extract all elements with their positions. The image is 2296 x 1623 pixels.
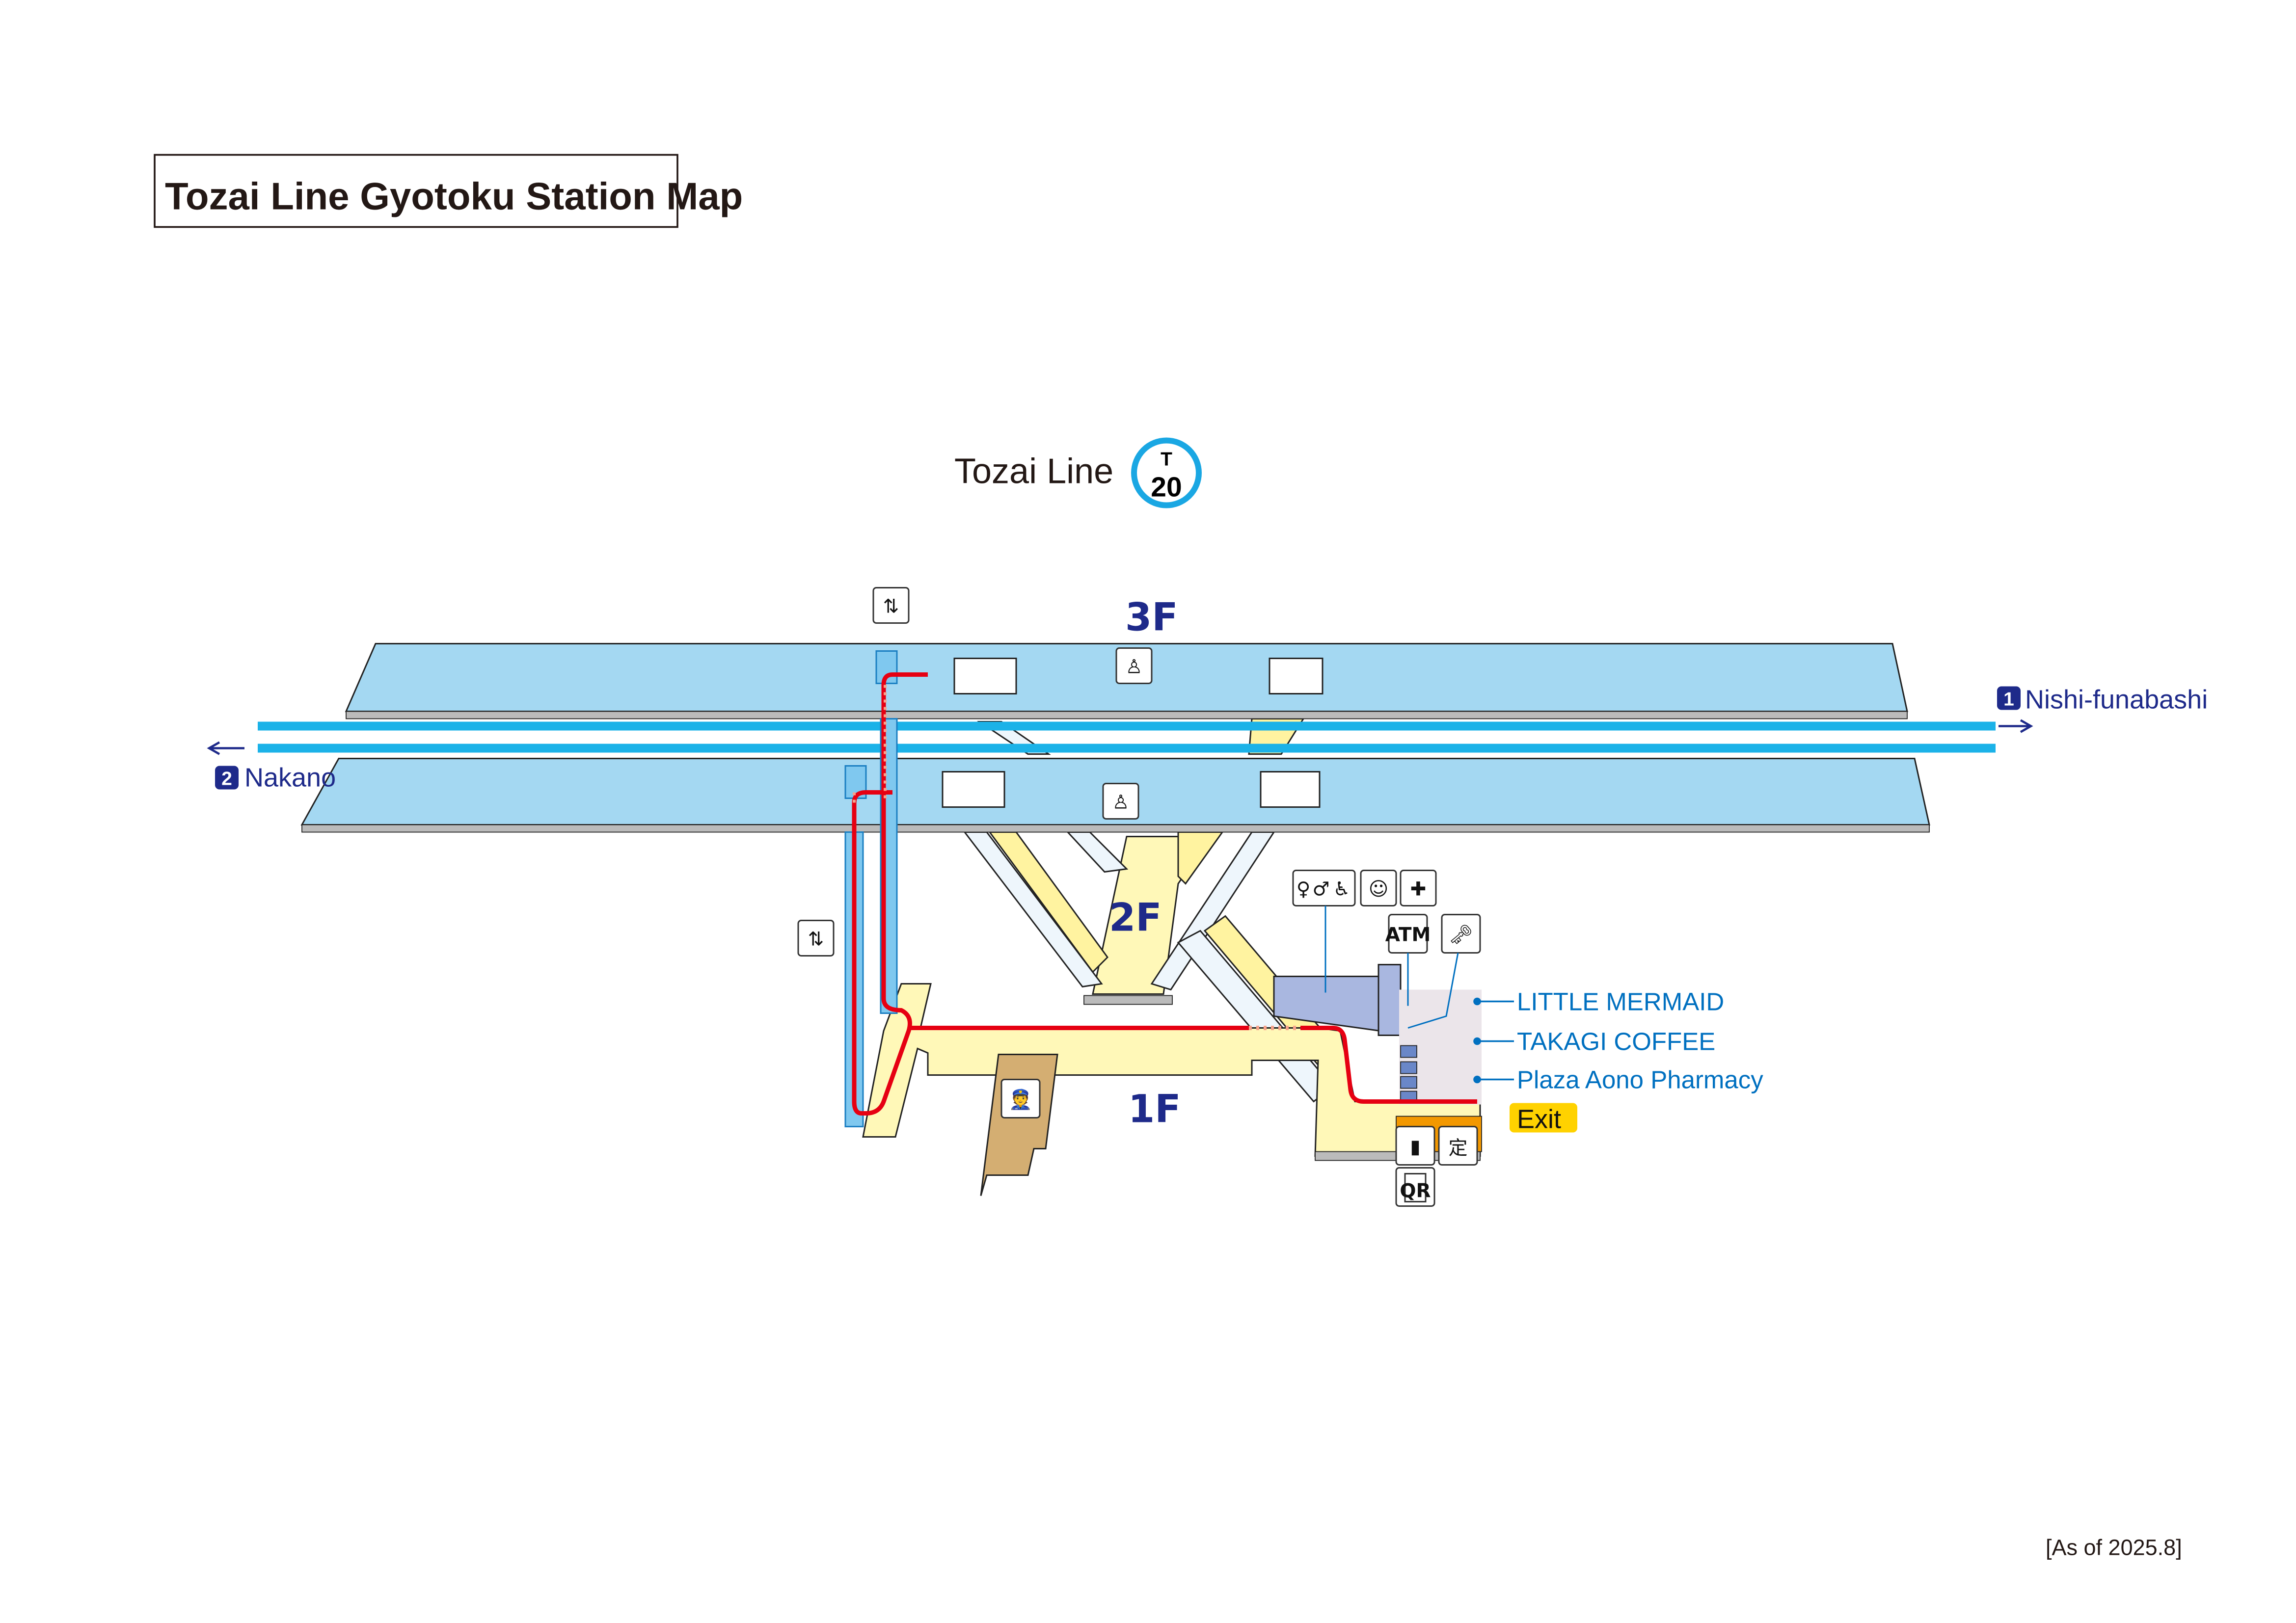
svg-text:♀: ♀ — [1297, 878, 1311, 901]
shop-takagi-coffee: TAKAGI COFFEE — [1517, 1028, 1715, 1056]
qr-ticket-machine-icon: QR — [1395, 1167, 1435, 1207]
stair-opening — [1269, 658, 1324, 694]
svg-text:👮: 👮 — [1009, 1088, 1033, 1111]
svg-text:♙: ♙ — [1126, 656, 1143, 678]
direction-nakano: 2 Nakano — [207, 741, 336, 793]
waiting-room-icon: ♙ — [1115, 647, 1153, 684]
floor-label-2f: 2F — [1109, 896, 1162, 940]
station-staff-icon: 👮 — [1000, 1079, 1041, 1118]
line-name: Tozai Line — [954, 452, 1113, 491]
station-number-badge: T 20 — [1131, 437, 1202, 508]
shop-plaza-aono-pharmacy: Plaza Aono Pharmacy — [1517, 1066, 1763, 1094]
svg-text:♂: ♂ — [1313, 878, 1330, 901]
line-code-letter: T — [1161, 449, 1172, 470]
svg-text:♿: ♿ — [1333, 878, 1351, 901]
tracks — [258, 721, 1996, 753]
map-title: Tozai Line Gyotoku Station Map — [165, 175, 743, 218]
waiting-room-icon: ♙ — [1102, 783, 1139, 820]
arrow-right-icon — [1999, 719, 2033, 733]
elevator-icon: ⇅ — [872, 587, 910, 624]
leader-line — [1407, 953, 1459, 1029]
svg-text:☺: ☺ — [1369, 878, 1389, 901]
svg-text:⇅: ⇅ — [883, 596, 899, 618]
escalator-opening — [953, 658, 1017, 694]
arrow-left-icon — [207, 741, 244, 755]
station-code-number: 20 — [1151, 472, 1182, 503]
svg-text:🗝: 🗝 — [1449, 924, 1473, 946]
direction-nishi-funabashi: 1 Nishi-funabashi — [1997, 685, 2208, 733]
svg-text:▮: ▮ — [1410, 1136, 1420, 1158]
svg-text:✚: ✚ — [1410, 878, 1427, 901]
svg-text:定: 定 — [1448, 1138, 1467, 1160]
elevator-icon: ⇅ — [797, 920, 835, 957]
svg-text:♙: ♙ — [1112, 792, 1130, 814]
floor-label-3f: 3F — [1125, 596, 1178, 640]
stair-opening — [942, 771, 1005, 808]
ticket-machine-icon: ▮ — [1395, 1126, 1435, 1166]
coin-locker-icon: 🗝 — [1441, 914, 1481, 954]
platform-number-2: 2 — [221, 769, 232, 790]
shop-list — [1473, 997, 1514, 1084]
svg-text:⇅: ⇅ — [808, 929, 824, 951]
escalator-opening — [1260, 771, 1321, 808]
as-of-date: [As of 2025.8] — [2046, 1535, 2182, 1560]
restroom-wall — [1378, 964, 1402, 1036]
svg-text:QR: QR — [1400, 1180, 1431, 1202]
floor-edge — [1083, 995, 1173, 1005]
baby-changing-icon: ☺ — [1360, 870, 1397, 906]
floor-label-1f: 1F — [1128, 1088, 1181, 1132]
barrier-free-route — [852, 672, 1477, 1116]
shop-little-mermaid: LITTLE MERMAID — [1517, 988, 1724, 1016]
map-title-box: Tozai Line Gyotoku Station Map — [154, 154, 743, 228]
coin-lockers — [1400, 1045, 1417, 1104]
first-aid-room-icon: ✚ — [1400, 870, 1437, 906]
exit-sign: Exit — [1510, 1103, 1577, 1134]
direction-label-2: Nakano — [244, 763, 336, 793]
svg-text:ATM: ATM — [1385, 924, 1431, 946]
commuter-pass-machine-icon: 定 — [1438, 1126, 1478, 1166]
restroom-icon: ♀♂♿ — [1292, 870, 1356, 906]
platform-number-1: 1 — [2003, 689, 2014, 710]
direction-label-1: Nishi-funabashi — [2025, 685, 2208, 715]
exit-label: Exit — [1517, 1105, 1561, 1134]
atm-icon: ATM — [1385, 914, 1431, 954]
